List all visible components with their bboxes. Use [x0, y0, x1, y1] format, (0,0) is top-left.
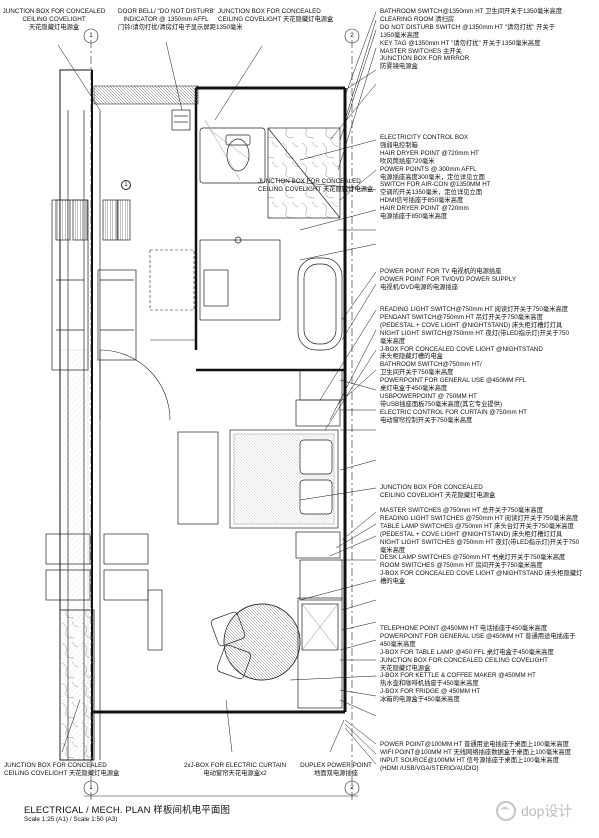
lower-left-column: [59, 609, 95, 761]
leader-lines: [57, 11, 377, 765]
top-label-junction-box-left: JUNCTION BOX FOR CONCEALED CEILING COVEL…: [2, 8, 106, 31]
legend-reading-light: READING LIGHT SWITCH@750mm HT 阅读灯开关于750毫…: [380, 306, 570, 424]
legend-telephone-point: TELEPHONE POINT @450MM HT 电话插座于450毫米高度 P…: [380, 625, 576, 704]
grid-bubble-top-2: 2: [350, 32, 354, 39]
inner-label-junction-box: JUNCTION BOX FOR CONCEALED CEILING COVEL…: [258, 178, 374, 193]
watermark-text: dop设计: [521, 803, 573, 819]
legend-master-switches: MASTER SWITCHES @750mm HT 总开关于750毫米高度 RE…: [380, 507, 583, 586]
grid-bubble-bottom-2: 2: [350, 784, 354, 791]
top-label-junction-box-right: JUNCTION BOX FOR CONCEALED CEILING COVEL…: [218, 8, 334, 23]
wechat-icon: [496, 801, 516, 821]
legend-tv-power: POWER POINT FOR TV 电视机的电源插座 POWER POINT …: [380, 268, 517, 291]
bottom-label-duplex-power: DUPLEX POWER POINT 地面双电源插座: [300, 762, 372, 777]
drawing-scale: Scale 1:25 (A1) / Scale 1:50 (A3): [24, 816, 118, 823]
grid-bubble-top-1: 1: [89, 32, 93, 39]
legend-power-point-desk: POWER POINT@100MM HT 普通用途电插座于桌面上100毫米高度 …: [380, 741, 572, 772]
entry-door: [99, 249, 196, 421]
bathroom: [171, 109, 343, 351]
grid-bubble-bottom-1: 1: [89, 784, 93, 791]
drawing-title: ELECTRICAL / MECH. PLAN 样板间机电平面图: [24, 805, 231, 816]
watermark: dop设计: [496, 796, 586, 826]
legend-electricity-control: ELECTRICITY CONTROL BOX 强弱电控制箱 HAIR DRYE…: [380, 134, 491, 221]
walls: [59, 69, 347, 761]
top-label-door-bell: DOOR BELL/ "DO NOT DISTURB' INDICATOR @ …: [118, 8, 243, 31]
bottom-label-junction-box: JUNCTION BOX FOR CONCEALED CEILING COVEL…: [4, 762, 120, 777]
bedroom: [45, 369, 343, 709]
legend-junction-box-covelight: JUNCTION BOX FOR CONCEALED CEILING COVEL…: [380, 484, 496, 499]
door-mark: 1: [121, 180, 131, 190]
legend-bathroom-switches: BATHROOM SWITCH@1350mm HT 卫生间开关于1350毫米高度…: [380, 8, 563, 71]
bottom-label-electric-curtain: 2xJ-BOX FOR ELECTRIC CURTAIN 电动窗帘天花电源盒x2: [183, 762, 287, 777]
